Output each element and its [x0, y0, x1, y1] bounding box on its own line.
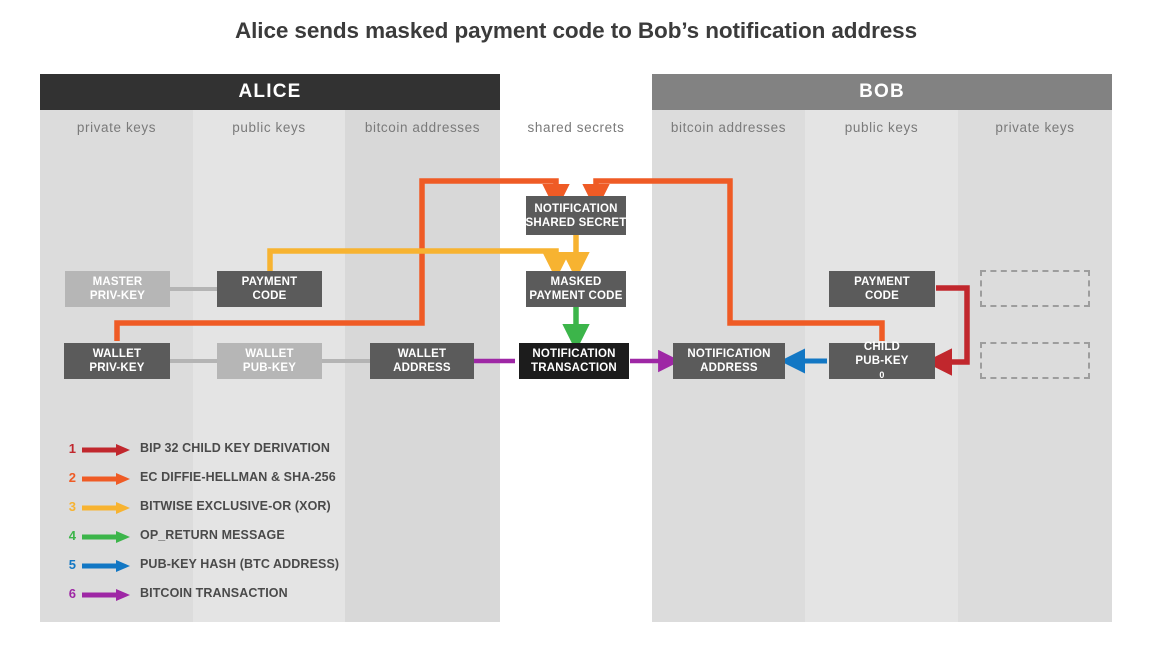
node-line-1: MASTER — [92, 276, 143, 288]
node-line-2: PRIV-KEY — [89, 362, 145, 374]
wire-ecdh-bob-to-shared-secret — [582, 178, 885, 341]
node-line-1: PAYMENT — [854, 276, 910, 288]
column-header-bob-private-keys: private keys — [995, 120, 1075, 135]
column-header-alice-private-keys: private keys — [76, 120, 157, 135]
node-line-1: WALLET — [245, 348, 294, 360]
placeholder-bob-private-key-2 — [980, 342, 1090, 379]
legend-arrow-bip32 — [82, 444, 130, 456]
party-banner-bob: BOB — [652, 74, 1112, 110]
node-line-2: TRANSACTION — [531, 362, 617, 374]
legend-number: 2 — [68, 470, 76, 485]
column-band-bob-private-keys — [958, 110, 1112, 622]
node-line-2: ADDRESS — [700, 362, 758, 374]
legend-label: OP_RETURN MESSAGE — [140, 528, 285, 542]
legend-arrow-pubkeyhash — [82, 560, 130, 572]
legend-label: BITCOIN TRANSACTION — [140, 586, 288, 600]
node-line-1: WALLET — [397, 348, 447, 360]
node-masked-payment-code[interactable]: MASKED PAYMENT CODE — [526, 271, 626, 307]
node-alice-payment-code[interactable]: PAYMENT CODE — [217, 271, 322, 307]
node-child-index: 0 — [879, 370, 885, 380]
node-notification-shared-secret[interactable]: NOTIFICATION SHARED SECRET — [526, 196, 626, 235]
legend-arrow-btc-tx — [82, 589, 130, 601]
connector-master-to-payment-code — [160, 287, 220, 291]
column-header-shared-secrets: shared secrets — [527, 120, 625, 135]
node-line-1: MASKED — [550, 276, 602, 288]
party-banner-alice: ALICE — [40, 74, 500, 110]
node-bob-notification-address[interactable]: NOTIFICATION ADDRESS — [673, 343, 785, 379]
node-line-1: NOTIFICATION — [687, 348, 771, 360]
column-header-alice-bitcoin-addresses: bitcoin addresses — [364, 120, 481, 135]
node-line-2: SHARED SECRET — [525, 216, 627, 229]
legend-label: PUB-KEY HASH (BTC ADDRESS) — [140, 557, 340, 571]
legend-arrow-ecdh — [82, 473, 130, 485]
placeholder-bob-private-key-1 — [980, 270, 1090, 307]
page-title: Alice sends masked payment code to Bob’s… — [235, 18, 917, 43]
legend-label: BITWISE EXCLUSIVE-OR (XOR) — [140, 499, 331, 513]
legend-arrow-xor — [82, 502, 130, 514]
node-alice-wallet-address[interactable]: WALLET ADDRESS — [370, 343, 474, 379]
wire-xor-payment-code-to-masked — [267, 248, 570, 280]
node-alice-master-priv-key[interactable]: MASTER PRIV-KEY — [65, 271, 170, 307]
legend-label: EC DIFFIE-HELLMAN & SHA-256 — [140, 470, 336, 484]
node-line-2: PAYMENT CODE — [529, 290, 623, 302]
legend-number: 6 — [68, 586, 76, 601]
node-alice-wallet-pub-key[interactable]: WALLET PUB-KEY — [217, 343, 322, 379]
connector-wallet-pub-to-address — [312, 359, 374, 363]
wire-ecdh-alice-to-shared-secret — [114, 178, 570, 341]
connector-wallet-priv-to-pub — [160, 359, 220, 363]
wire-bip32-paymentcode-to-child — [924, 285, 970, 376]
legend-number: 1 — [68, 441, 76, 456]
node-line-2: PUB-KEY — [242, 362, 297, 374]
legend-arrow-op-return — [82, 531, 130, 543]
node-line-2: PRIV-KEY — [89, 290, 146, 302]
node-line-2: ADDRESS — [393, 362, 451, 374]
legend-number: 3 — [68, 499, 76, 514]
node-notification-transaction[interactable]: NOTIFICATION TRANSACTION — [519, 343, 629, 379]
legend-number: 5 — [68, 557, 76, 572]
node-line-1: PAYMENT — [241, 276, 298, 288]
legend-number: 4 — [68, 528, 76, 543]
node-line-2: CODE — [864, 290, 900, 302]
node-line-2: CODE — [252, 290, 287, 302]
node-line-1: CHILD — [863, 341, 901, 353]
node-line-1: WALLET — [92, 348, 142, 360]
column-header-alice-public-keys: public keys — [232, 120, 306, 135]
legend-label: BIP 32 CHILD KEY DERIVATION — [140, 441, 331, 455]
node-bob-payment-code[interactable]: PAYMENT CODE — [829, 271, 935, 307]
column-header-bob-public-keys: public keys — [844, 120, 919, 135]
node-line-1: NOTIFICATION — [532, 348, 616, 360]
node-alice-wallet-priv-key[interactable]: WALLET PRIV-KEY — [64, 343, 170, 379]
column-header-bob-bitcoin-addresses: bitcoin addresses — [670, 120, 787, 135]
node-line-1: NOTIFICATION — [534, 202, 618, 215]
